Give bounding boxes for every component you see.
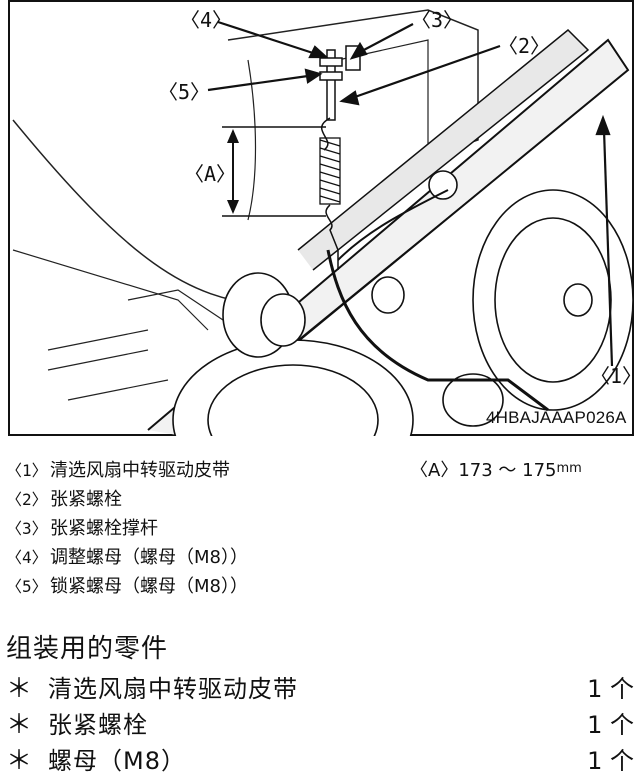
part-name: 清选风扇中转驱动皮带 — [48, 674, 298, 703]
dimension-label: 〈A〉 — [410, 459, 459, 481]
legend-text: 张紧螺栓撑杆 — [50, 517, 158, 539]
legend-number: 〈3〉 — [6, 518, 48, 538]
legend-text: 清选风扇中转驱动皮带 — [50, 459, 230, 481]
legend-text: 调整螺母（螺母（M8）） — [50, 546, 248, 568]
legend-text: 锁紧螺母（螺母（M8）） — [50, 575, 248, 597]
legend-list: 〈1〉 清选风扇中转驱动皮带 〈2〉 张紧螺栓 〈3〉 张紧螺栓撑杆 〈4〉 调… — [6, 454, 626, 599]
legend-text: 张紧螺栓 — [50, 488, 122, 510]
asterisk-icon: ＊ — [6, 709, 33, 740]
part-quantity: 1 个 — [587, 710, 634, 739]
parts-list: ＊ 清选风扇中转驱动皮带 1 个 ＊ 张紧螺栓 1 个 ＊ 螺母（M8） 1 个 — [6, 668, 634, 776]
figure-code: 4HBAJAAAP026A — [486, 408, 627, 427]
callout-3: 〈3〉 — [411, 8, 464, 32]
machine-drawing — [8, 0, 634, 436]
parts-title: 组装用的零件 — [6, 634, 169, 664]
part-item: ＊ 螺母（M8） 1 个 — [6, 740, 634, 776]
legend-number: 〈1〉 — [6, 460, 48, 480]
callout-5: 〈5〉 — [158, 80, 211, 104]
asterisk-icon: ＊ — [6, 673, 33, 704]
part-item: ＊ 张紧螺栓 1 个 — [6, 704, 634, 740]
legend-item: 〈1〉 清选风扇中转驱动皮带 — [6, 454, 626, 483]
part-quantity: 1 个 — [587, 674, 634, 703]
dimension-value: 173 ～ 175 — [458, 459, 557, 481]
belt-tension-illustration: 〈4〉 〈3〉 〈2〉 〈5〉 〈A〉 〈1〉 4HBAJAAAP026A — [8, 0, 640, 436]
legend-item: 〈4〉 调整螺母（螺母（M8）） — [6, 541, 626, 570]
legend-number: 〈5〉 — [6, 576, 48, 596]
callout-2: 〈2〉 — [498, 34, 551, 58]
dimension-note: 〈A〉 173 ～ 175 mm — [410, 454, 582, 483]
callout-4: 〈4〉 — [180, 8, 233, 32]
part-item: ＊ 清选风扇中转驱动皮带 1 个 — [6, 668, 634, 704]
legend-item: 〈2〉 张紧螺栓 — [6, 483, 626, 512]
part-name: 螺母（M8） — [48, 746, 186, 775]
legend-number: 〈4〉 — [6, 547, 48, 567]
callout-A: 〈A〉 — [184, 162, 237, 186]
legend-item: 〈3〉 张紧螺栓撑杆 — [6, 512, 626, 541]
legend-item: 〈5〉 锁紧螺母（螺母（M8）） — [6, 570, 626, 599]
dimension-unit: mm — [556, 461, 582, 476]
part-name: 张紧螺栓 — [48, 710, 148, 739]
legend-number: 〈2〉 — [6, 489, 48, 509]
callout-1: 〈1〉 — [590, 364, 640, 388]
part-quantity: 1 个 — [587, 746, 634, 775]
asterisk-icon: ＊ — [6, 745, 33, 776]
